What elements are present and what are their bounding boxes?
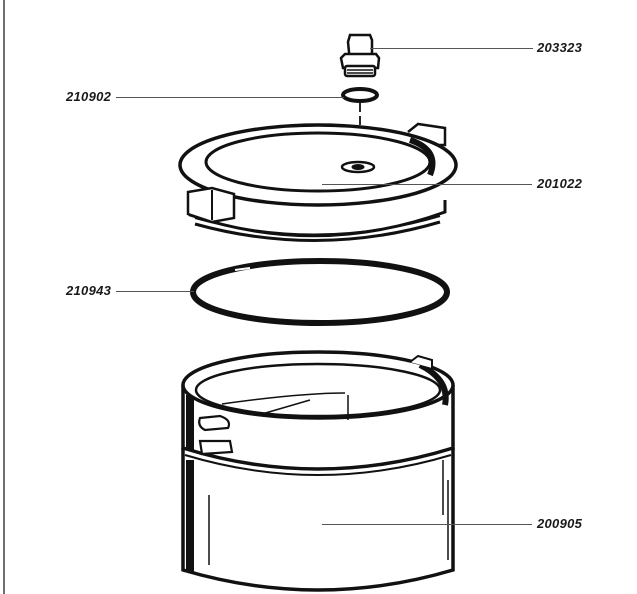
left-frame-border	[3, 0, 5, 594]
part-number-203323: 203323	[537, 40, 583, 55]
o-ring-drawing	[190, 258, 450, 326]
part-number-200905: 200905	[537, 516, 583, 531]
leader-line-210943	[116, 291, 194, 292]
lid-drawing	[178, 122, 458, 242]
part-number-210902: 210902	[66, 89, 112, 104]
plug-part-drawing	[339, 33, 381, 78]
leader-line-200905	[322, 524, 532, 525]
leader-line-203323	[370, 48, 533, 49]
leader-line-201022	[322, 184, 532, 185]
part-number-201022: 201022	[537, 176, 583, 191]
container-drawing	[181, 350, 455, 592]
leader-line-210902	[116, 97, 344, 98]
part-number-210943: 210943	[66, 283, 112, 298]
